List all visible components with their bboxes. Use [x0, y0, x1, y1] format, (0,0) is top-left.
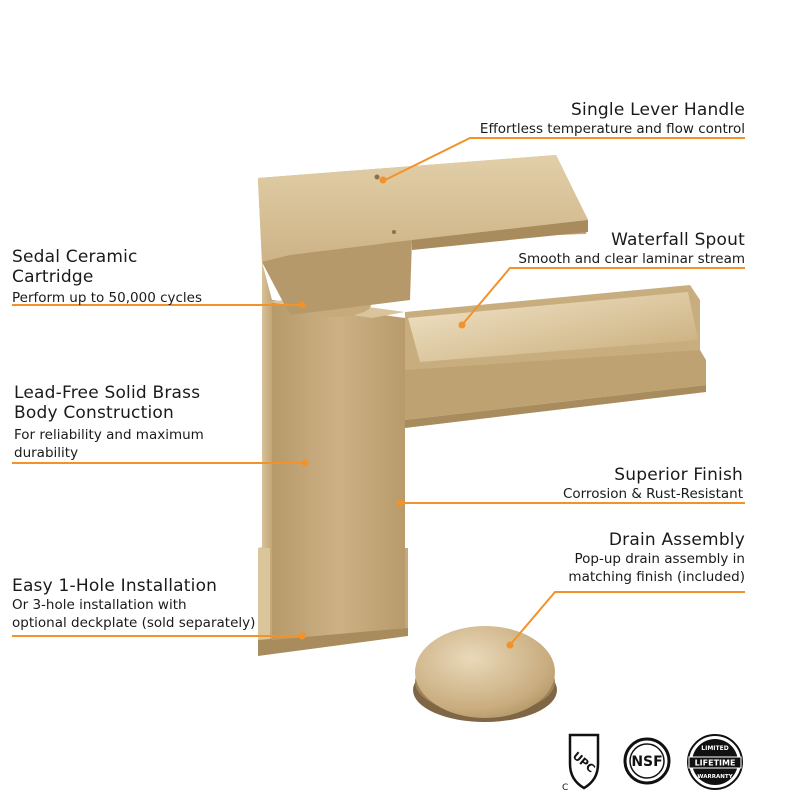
lifetime-mid: LIFETIME	[695, 759, 736, 768]
feature-cartridge: Sedal Ceramic Cartridge Perform up to 50…	[12, 247, 202, 307]
lifetime-warranty-badge: LIMITED LIFETIME WARRANTY	[685, 733, 745, 791]
feature-brass-title-1: Lead-Free Solid Brass	[14, 383, 201, 403]
feature-spout: Waterfall Spout Smooth and clear laminar…	[518, 230, 745, 268]
nsf-badge: NSF	[622, 736, 672, 786]
upc-shield-icon: UPC C	[562, 733, 600, 793]
upc-label: UPC	[570, 749, 598, 775]
feature-install: Easy 1-Hole Installation Or 3-hole insta…	[12, 576, 255, 632]
lifetime-top: LIMITED	[701, 745, 728, 752]
lifetime-bottom: WARRANTY	[697, 774, 733, 780]
feature-brass: Lead-Free Solid Brass Body Construction …	[14, 383, 204, 462]
feature-cartridge-title-2: Cartridge	[12, 267, 94, 287]
feature-lever: Single Lever Handle Effortless temperatu…	[480, 100, 745, 138]
feature-drain-desc-1: Pop-up drain assembly in	[574, 551, 745, 567]
feature-spout-title: Waterfall Spout	[611, 230, 745, 250]
feature-spout-desc: Smooth and clear laminar stream	[518, 251, 745, 267]
feature-lever-desc: Effortless temperature and flow control	[479, 121, 745, 137]
upc-c: C	[562, 783, 568, 792]
feature-install-desc-2: optional deckplate (sold separately)	[12, 615, 256, 631]
feature-install-desc-1: Or 3-hole installation with	[12, 597, 187, 613]
feature-drain-desc-2: matching finish (included)	[568, 569, 745, 585]
nsf-logo-icon: NSF	[623, 737, 671, 785]
feature-finish-desc: Corrosion & Rust-Resistant	[562, 486, 743, 502]
warranty-seal-icon: LIMITED LIFETIME WARRANTY	[687, 734, 743, 790]
lever-handle	[258, 155, 588, 315]
upc-badge: UPC C	[558, 732, 610, 793]
feature-install-title: Easy 1-Hole Installation	[12, 576, 218, 596]
feature-finish: Superior Finish Corrosion & Rust-Resista…	[563, 465, 743, 503]
callout-dots	[298, 176, 514, 649]
nsf-label: NSF	[631, 754, 662, 770]
feature-finish-title: Superior Finish	[614, 465, 743, 485]
feature-brass-desc-2: durability	[14, 445, 79, 461]
feature-cartridge-desc: Perform up to 50,000 cycles	[12, 290, 202, 306]
callout-lines	[12, 137, 745, 646]
feature-brass-title-2: Body Construction	[14, 403, 174, 423]
drain-assembly	[413, 626, 557, 722]
faucet-spout	[405, 285, 706, 428]
feature-cartridge-title-1: Sedal Ceramic	[12, 247, 138, 267]
feature-brass-desc-1: For reliability and maximum	[14, 427, 204, 443]
feature-drain: Drain Assembly Pop-up drain assembly in …	[568, 530, 745, 586]
faucet-body	[262, 262, 405, 640]
feature-lever-title: Single Lever Handle	[571, 100, 745, 120]
feature-drain-title: Drain Assembly	[608, 530, 745, 550]
